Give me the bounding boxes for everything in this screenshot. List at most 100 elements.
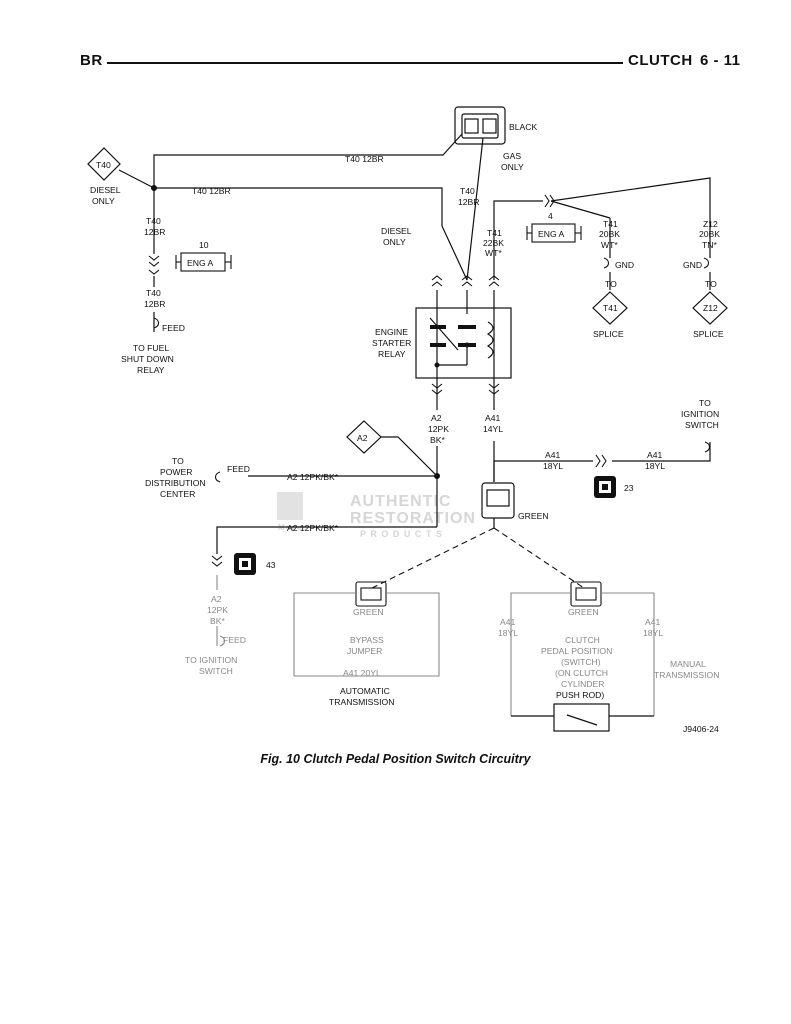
wire-t41-22bk xyxy=(493,200,543,280)
label-engine: ENGINE xyxy=(375,327,408,337)
t41-splice-diamond xyxy=(592,291,628,325)
label-conn-10: 10 xyxy=(199,240,209,250)
figure-id: J9406-24 xyxy=(683,724,719,734)
label-bk: BK* xyxy=(430,435,445,445)
label-power: POWER xyxy=(160,467,192,477)
relay-contact xyxy=(430,325,446,329)
label-a2-12pkbk-lower: A2 12PK/BK* xyxy=(287,523,339,533)
label-transmission-manual: TRANSMISSION xyxy=(654,670,719,680)
label-a41-20yl: A41 20YL xyxy=(343,668,381,678)
label-a41: A41 xyxy=(485,413,501,423)
label-diesel-only-r: ONLY xyxy=(383,237,406,247)
label-clutch: CLUTCH xyxy=(565,635,600,645)
wire-a41-18yl-right xyxy=(612,442,711,462)
label-a2: A2 xyxy=(431,413,442,423)
label-to-fuel: TO FUEL xyxy=(133,343,169,353)
clutch-wire-left xyxy=(510,592,571,716)
label-to-a: TO xyxy=(605,279,617,289)
connector-icon-23 xyxy=(594,476,616,498)
label-a41-left: A41 xyxy=(500,617,516,627)
label-20bk-z: 20BK xyxy=(699,229,720,239)
label-wire-t40-top: T40 12BR xyxy=(345,154,384,164)
engine-starter-relay xyxy=(415,307,512,379)
label-green: GREEN xyxy=(518,511,549,521)
t40-diamond xyxy=(87,147,121,181)
label-22bk: 22BK xyxy=(483,238,504,248)
bypass-connector xyxy=(355,581,387,607)
label-12br-mid: 12BR xyxy=(458,197,480,207)
label-to-ignition-l: TO IGNITION xyxy=(185,655,237,665)
relay-contact xyxy=(458,325,476,329)
label-to-ign-r: TO xyxy=(699,398,711,408)
dashed-to-clutch-switch xyxy=(493,527,585,589)
watermark-line-2: RESTORATION xyxy=(350,510,476,527)
a2-diamond xyxy=(346,420,382,454)
label-t40-upper: T40 xyxy=(146,216,161,226)
black-connector-pin xyxy=(482,118,497,134)
label-wt-b: WT* xyxy=(601,240,618,250)
black-connector-inner xyxy=(461,113,499,139)
label-green-bypass: GREEN xyxy=(353,607,384,617)
watermark-logo xyxy=(277,492,303,520)
label-z12-wire: Z12 xyxy=(703,219,718,229)
label-12br-lower: 12BR xyxy=(144,299,166,309)
label-t41-a: T41 xyxy=(487,228,502,238)
feed-curl-pdc xyxy=(214,471,221,483)
inline-connector-t41 xyxy=(544,194,555,208)
label-a41-right: A41 xyxy=(645,617,661,627)
bypass-wire-right xyxy=(294,592,440,677)
label-black: BLACK xyxy=(509,122,537,132)
bypass-wire-left xyxy=(293,592,356,676)
label-starter: STARTER xyxy=(372,338,411,348)
diamond-text-t41: T41 xyxy=(603,303,618,313)
label-center: CENTER xyxy=(160,489,195,499)
label-18yl-left: 18YL xyxy=(498,628,518,638)
label-18yl-right: 18YL xyxy=(643,628,663,638)
label-bk-lower: BK* xyxy=(210,616,225,626)
label-distribution: DISTRIBUTION xyxy=(145,478,206,488)
feed-curl-lower xyxy=(219,635,226,647)
label-14yl: 14YL xyxy=(483,424,503,434)
inline-connector-relay-out-2 xyxy=(488,383,500,395)
z12-splice-diamond xyxy=(692,291,728,325)
label-jumper: JUMPER xyxy=(347,646,382,656)
label-diesel: DIESEL xyxy=(90,185,121,195)
label-feed-top: FEED xyxy=(162,323,185,333)
diamond-text-a2: A2 xyxy=(357,433,368,443)
label-a41-18-l: A41 xyxy=(545,450,561,460)
wire-t40-relay xyxy=(154,187,468,281)
wire-a2-lower xyxy=(216,526,437,554)
diamond-text-z12: Z12 xyxy=(703,303,718,313)
page-number: 6 - 11 xyxy=(700,52,741,69)
label-to-pdc: TO xyxy=(172,456,184,466)
green-connector-inner xyxy=(486,489,510,507)
label-relay-fuel: RELAY xyxy=(137,365,165,375)
dashed-to-bypass xyxy=(371,527,495,589)
label-splice-a: SPLICE xyxy=(593,329,624,339)
inline-connector-relay-in-1 xyxy=(431,275,443,287)
figure-caption: Fig. 10 Clutch Pedal Position Switch Cir… xyxy=(260,752,531,766)
label-bypass: BYPASS xyxy=(350,635,384,645)
label-transmission-auto: TRANSMISSION xyxy=(329,697,394,707)
label-switch-l: SWITCH xyxy=(199,666,233,676)
splice-node-t40 xyxy=(151,185,157,191)
watermark-line-1: AUTHENTIC xyxy=(350,493,451,510)
section-code: BR xyxy=(80,52,103,69)
label-to-b: TO xyxy=(705,279,717,289)
label-manual: MANUAL xyxy=(670,659,706,669)
connector-icon-43 xyxy=(234,553,256,575)
watermark-line-3: P R O D U C T S xyxy=(360,529,443,539)
label-switch-paren: (SWITCH) xyxy=(561,657,601,667)
watermark: AUTHENTIC RESTORATION P R O D U C T S Mo… xyxy=(277,492,476,539)
bypass-connector-inner xyxy=(360,587,382,601)
label-pedal-position: PEDAL POSITION xyxy=(541,646,612,656)
inline-connector-relay-out-1 xyxy=(431,383,443,395)
label-a2-12pkbk-upper: A2 12PK/BK* xyxy=(287,472,339,482)
label-green-clutch: GREEN xyxy=(568,607,599,617)
label-a41-18-r: A41 xyxy=(647,450,663,460)
label-splice-b: SPLICE xyxy=(693,329,724,339)
relay-contact xyxy=(458,343,476,347)
header-rule xyxy=(107,62,623,64)
wire-t41-branch xyxy=(550,200,611,219)
